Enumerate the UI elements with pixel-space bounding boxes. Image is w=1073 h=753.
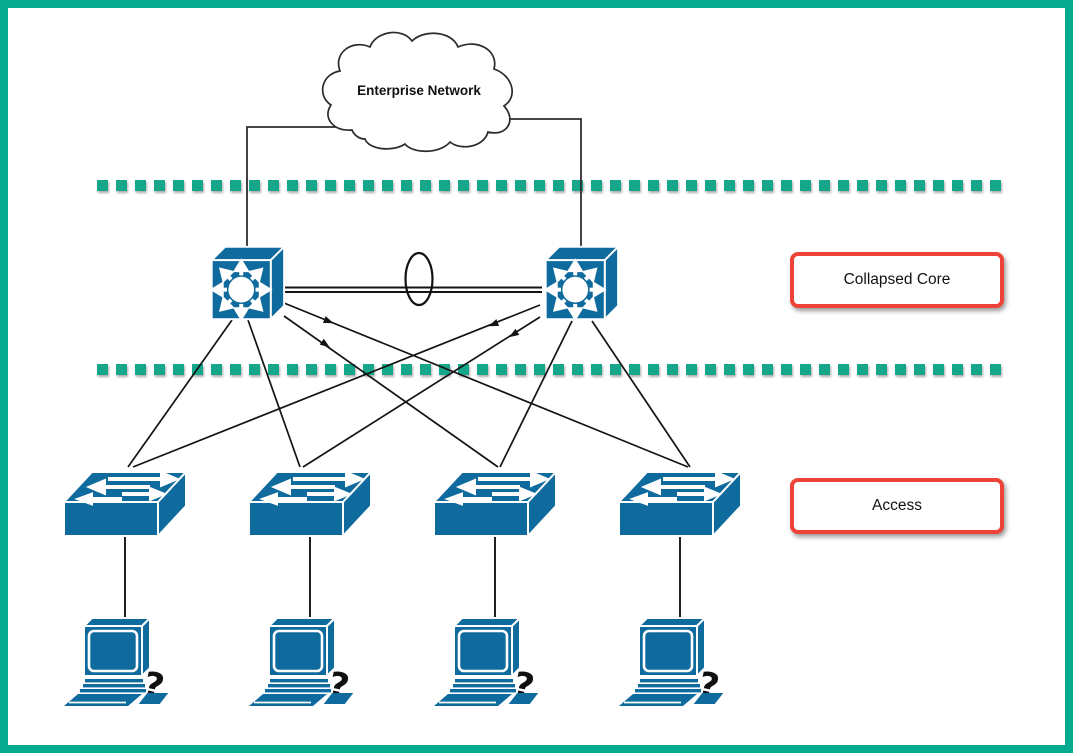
access-label: Access: [790, 478, 1004, 534]
access-switch-2: [247, 470, 373, 538]
core2-access4-link: [591, 320, 691, 468]
question-mark-1: ?: [138, 665, 177, 711]
core1-access2-link: [247, 319, 301, 468]
core2-access2-link: [302, 316, 541, 468]
core-access-mesh: [127, 302, 691, 468]
core1-access1-link: [127, 319, 233, 468]
access-pc-links: [124, 536, 681, 622]
cloud-label: Enterprise Network: [357, 83, 481, 98]
access-switch-3: [432, 470, 558, 538]
mesh-arrowheads: [319, 316, 520, 348]
layer-boundary-dash-bottom: [97, 364, 1009, 375]
core1-access4-link: [283, 302, 689, 468]
layer-boundary-dash-top: [97, 180, 1009, 191]
core-switch-1: [209, 244, 286, 322]
collapsed-core-label-text: Collapsed Core: [843, 271, 951, 288]
enterprise-cloud-shape: [321, 31, 514, 153]
access-switch-4: [617, 470, 743, 538]
question-mark-3: ?: [508, 665, 547, 711]
core1-access3-link: [283, 315, 499, 468]
etherchannel-ellipse: [404, 251, 434, 307]
core2-access3-link: [499, 320, 573, 468]
collapsed-core-label: Collapsed Core: [790, 252, 1004, 308]
core-switch-2: [543, 244, 620, 322]
question-mark-4: ?: [693, 665, 732, 711]
access-label-text: Access: [872, 497, 922, 514]
question-mark-2: ?: [323, 665, 362, 711]
core2-access1-link: [132, 304, 541, 468]
cloud-to-core1-link: [246, 126, 352, 246]
access-switch-1: [62, 470, 188, 538]
cloud-to-core2-link: [498, 118, 582, 246]
